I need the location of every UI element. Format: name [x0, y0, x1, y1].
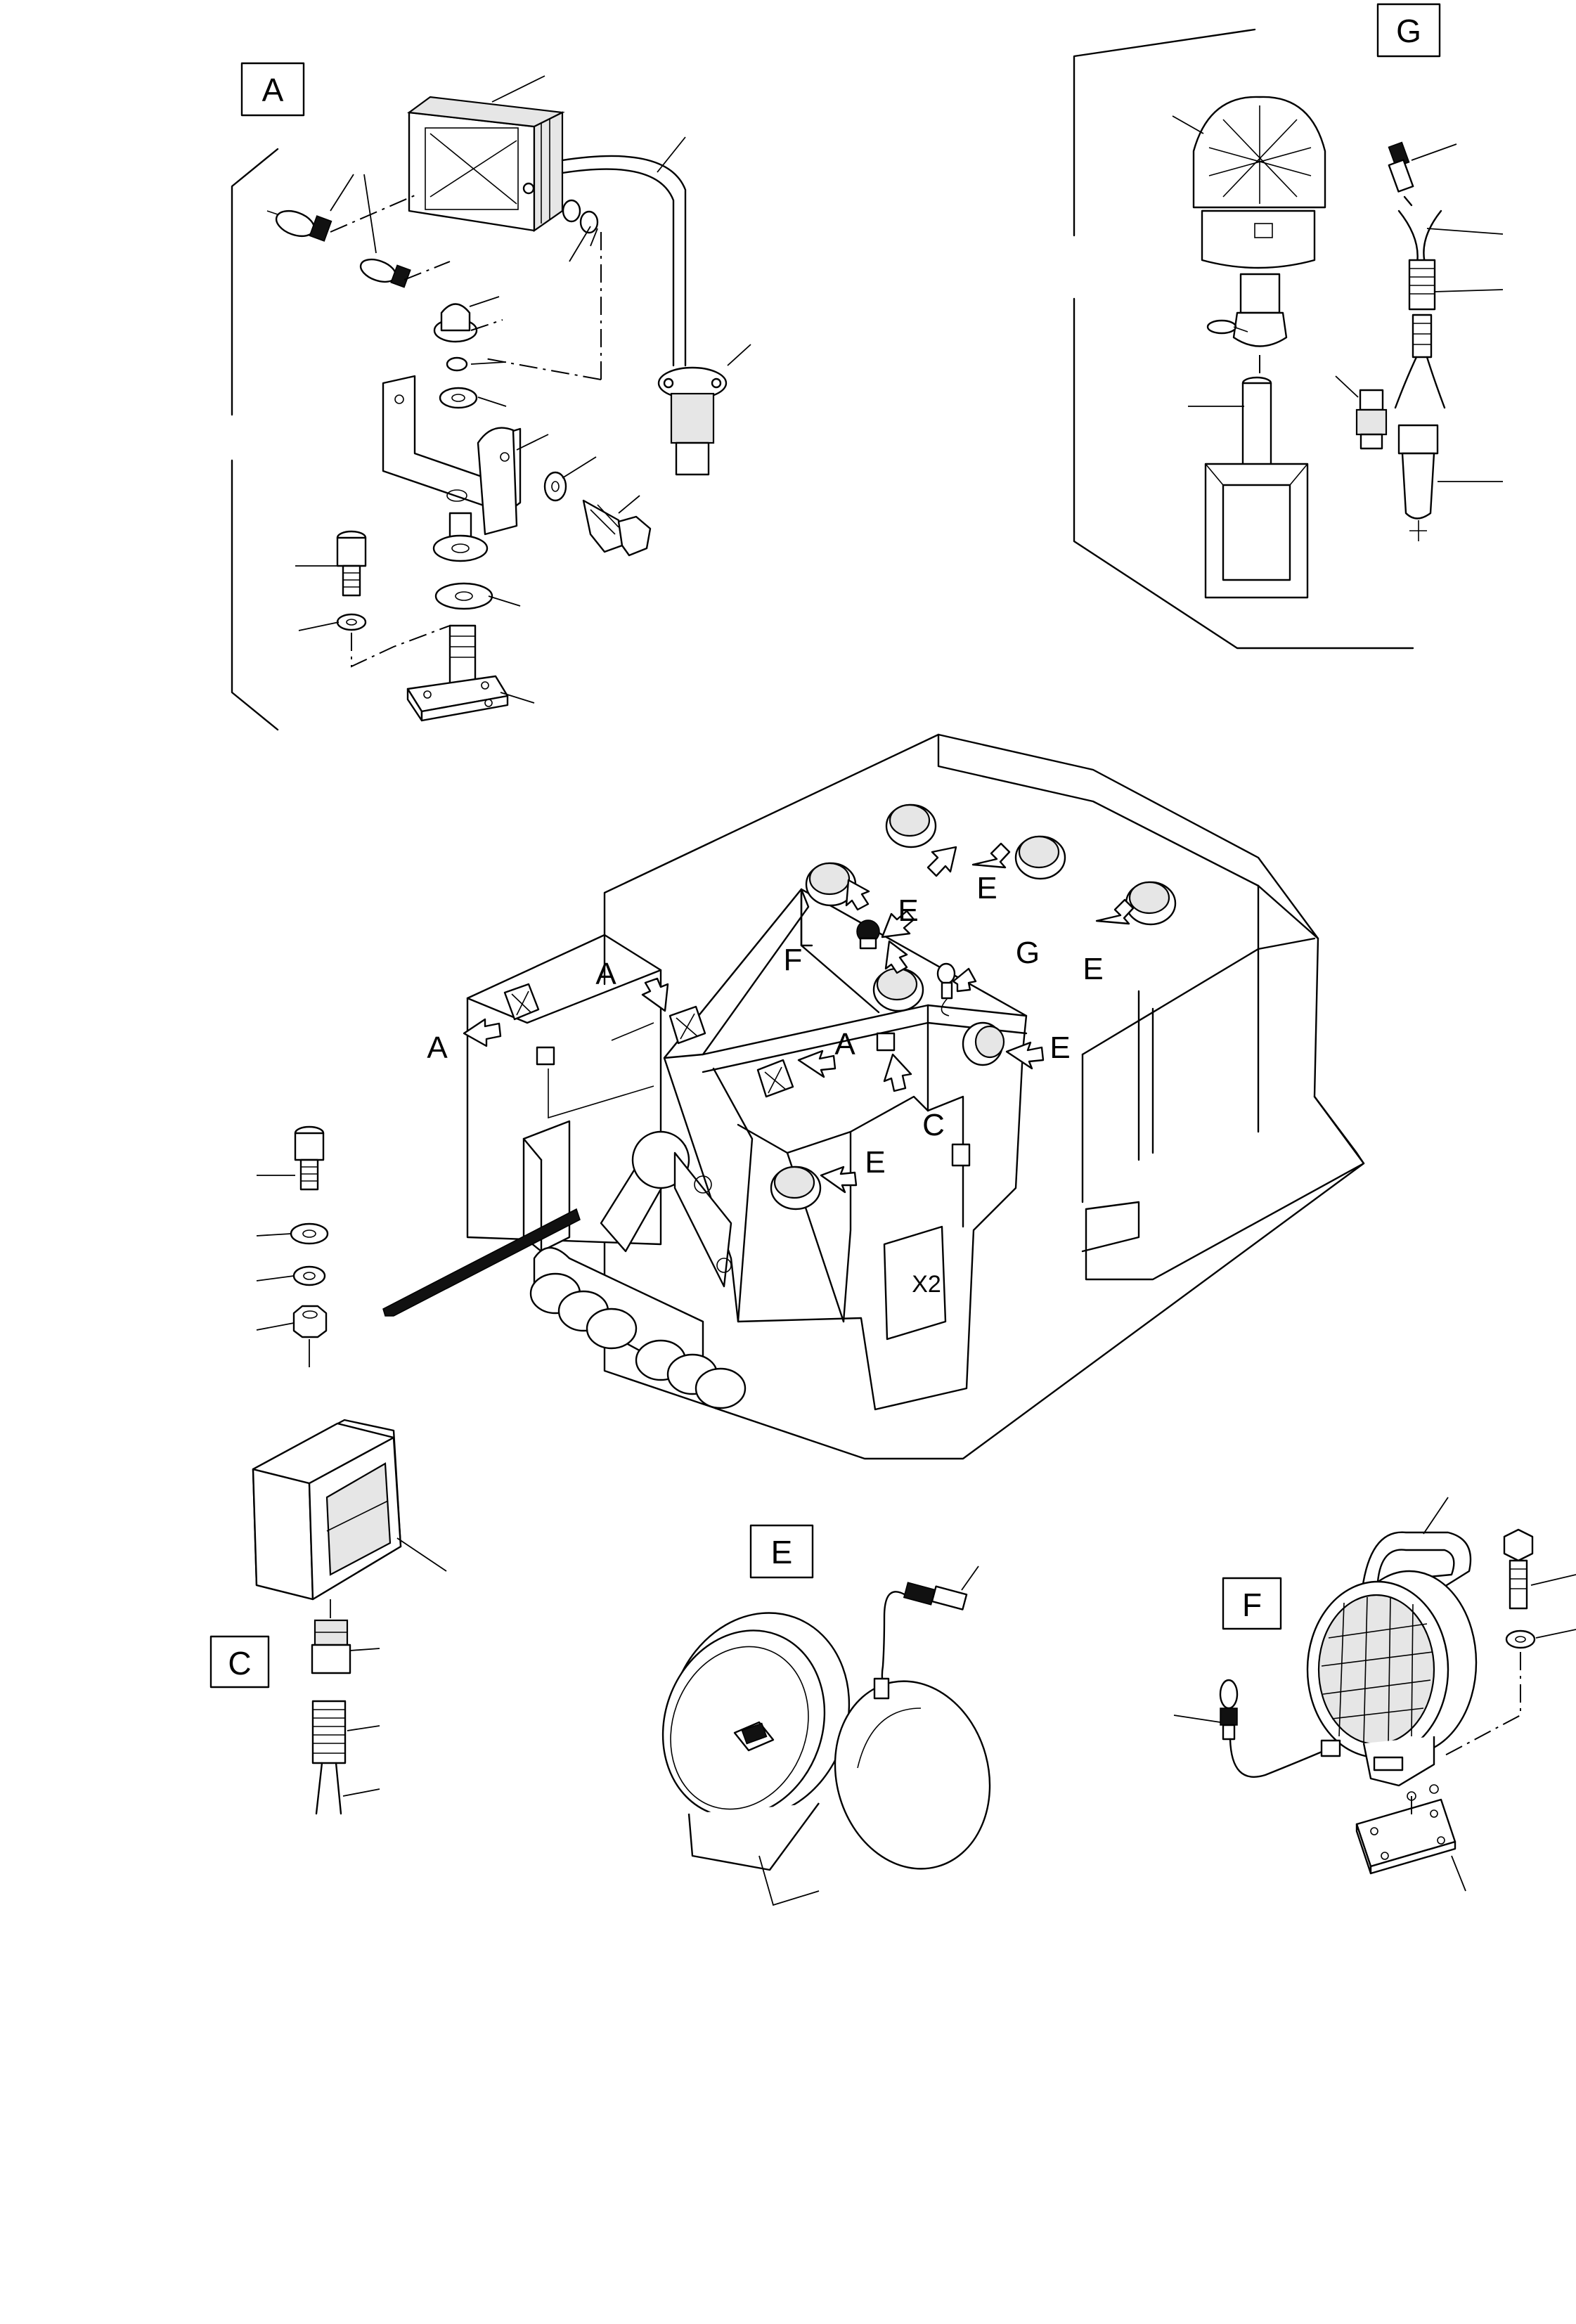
work-light-cable	[561, 155, 687, 367]
halogen-bulb-1	[266, 209, 332, 242]
round-lamp-e7	[770, 1166, 822, 1211]
pointer-arrow	[382, 1208, 581, 1317]
beacon-fuse-holder	[1397, 424, 1439, 541]
washer-icon	[562, 199, 581, 223]
work-light-housing	[407, 96, 565, 233]
detail-g-bracket-lower	[1073, 297, 1414, 650]
switch-box	[951, 1143, 971, 1167]
washer-icon	[439, 387, 478, 409]
callout-e2: E	[976, 871, 997, 905]
beacon-g	[936, 962, 956, 1016]
detail-c-label: C	[228, 1645, 251, 1681]
lamp-bulb-lead	[873, 1582, 968, 1700]
beacon-pole-socket	[1204, 376, 1309, 599]
beacon-dome	[1192, 96, 1326, 269]
washer-icon	[543, 471, 567, 502]
guarded-lamp-bulb-lead	[1219, 1679, 1341, 1778]
lock-nut-icon	[446, 356, 468, 372]
round-lamp-e6	[962, 1021, 1005, 1066]
work-light-f	[856, 919, 880, 950]
detail-a-bracket-upper	[231, 148, 279, 416]
beacon-cable-gland	[1355, 389, 1388, 450]
x2-panel	[883, 1225, 947, 1341]
washer-icon	[434, 582, 493, 610]
work-light-a2	[668, 1005, 706, 1045]
detail-a-label: A	[262, 72, 284, 108]
guarded-lamp-bracket	[1355, 1736, 1456, 1875]
callout-e5: E	[865, 1145, 885, 1180]
mounting-stud-base	[406, 624, 509, 722]
detail-a-leaders	[295, 75, 751, 704]
callout-g: G	[1016, 936, 1040, 970]
x2-panel-label: X2	[912, 1271, 941, 1298]
work-light-plug	[657, 366, 728, 476]
machine-cab-isometric: X2	[382, 733, 1365, 1460]
detail-f-label: F	[1242, 1587, 1262, 1623]
detail-g-bracket-upper	[1073, 28, 1256, 237]
callout-f: F	[784, 943, 803, 977]
round-lamp-e3	[1014, 835, 1066, 880]
fastener-stack	[256, 1125, 329, 1367]
callout-a1: A	[427, 1031, 448, 1065]
washer-icon	[579, 210, 599, 234]
detail-e-label: E	[771, 1534, 793, 1570]
detail-g-leaders	[1172, 115, 1504, 482]
callout-a2: A	[595, 957, 616, 991]
round-lamp-e5	[872, 967, 924, 1012]
detail-f-label-box	[1222, 1577, 1282, 1630]
detail-e-label-box	[749, 1524, 814, 1579]
detail-c-label-box	[209, 1635, 270, 1689]
lock-washer-icon	[336, 613, 367, 631]
round-lamp-e2	[885, 803, 937, 848]
mounting-bracket	[382, 375, 522, 536]
callout-arrows	[463, 842, 1135, 1194]
callout-e3: E	[1083, 952, 1103, 986]
detail-e-round-lamp: E	[661, 1524, 991, 1906]
round-lamp-lens	[834, 1680, 991, 1870]
detail-g-label: G	[1396, 13, 1421, 49]
cable-gland	[311, 1619, 351, 1674]
pivot-knob	[433, 303, 478, 343]
callout-c: C	[922, 1108, 945, 1142]
switch-box-c	[876, 1032, 896, 1052]
round-lamp-e4	[1125, 881, 1177, 926]
detail-f-guarded-lamp: F	[1173, 1497, 1576, 1892]
lock-washer-icon	[292, 1265, 326, 1286]
hex-bolt	[1503, 1528, 1534, 1610]
work-light-cable-inner	[561, 168, 675, 367]
beacon-cable-grommet	[1394, 209, 1446, 409]
detail-c-switch: C	[209, 1419, 447, 1815]
machine-lower-mechanism	[529, 1130, 747, 1409]
callout-a3: A	[834, 1027, 855, 1061]
washer-icon	[1505, 1629, 1536, 1649]
rocker-switch-housing	[252, 1419, 402, 1601]
work-light-a3	[756, 1059, 794, 1098]
protective-grille	[1321, 1596, 1433, 1744]
callout-e4: E	[1049, 1031, 1070, 1065]
detail-a-work-light: A	[231, 62, 751, 731]
beacon-connector-plug	[1388, 141, 1414, 207]
guarded-lamp-housing	[1306, 1531, 1478, 1759]
round-lamp-body	[661, 1612, 851, 1871]
round-lamp-e1	[805, 862, 857, 907]
washer-icon	[432, 534, 489, 562]
detail-a-label-box	[240, 62, 305, 117]
beacon-mount-clamp	[1206, 273, 1288, 347]
work-light-a1	[503, 983, 540, 1021]
hex-bolt	[582, 499, 652, 557]
flat-washer-icon	[290, 1222, 329, 1245]
cable-sleeve	[311, 1700, 347, 1815]
detail-g-label-box	[1376, 3, 1441, 58]
hex-nut-icon	[292, 1305, 328, 1338]
detail-g-beacon: G	[1073, 3, 1504, 650]
cap-screw	[294, 1125, 325, 1191]
cap-screw	[336, 530, 367, 597]
halogen-bulb-2	[359, 258, 411, 288]
switch-box	[536, 1046, 555, 1066]
detail-a-bracket-lower	[231, 459, 279, 731]
callout-e1: E	[898, 893, 918, 928]
